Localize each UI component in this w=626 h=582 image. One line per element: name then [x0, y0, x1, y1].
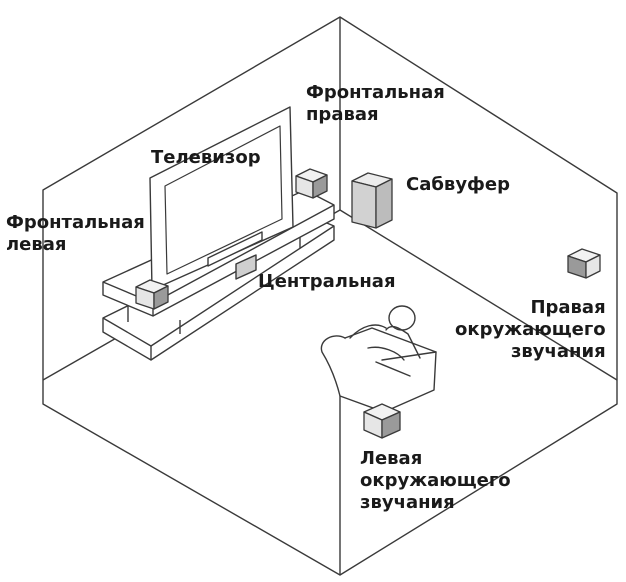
tv: [149, 106, 294, 291]
label-tv: Телевизор: [151, 147, 261, 168]
label-subwoofer: Сабвуфер: [406, 174, 511, 195]
sofa-with-listener: [320, 305, 437, 413]
label-center: Центральная: [258, 271, 396, 292]
label-front-right: Фронтальная правая: [306, 82, 445, 125]
label-surround-right: Правая окружающего звучания: [455, 297, 606, 362]
label-surround-left: Левая окружающего звучания: [360, 448, 511, 513]
speaker-front-left-icon: [135, 279, 169, 310]
label-front-left: Фронтальная левая: [6, 212, 145, 255]
speaker-surround-right-icon: [567, 248, 601, 279]
speaker-surround-left-icon: [363, 403, 401, 439]
subwoofer-icon: [351, 172, 393, 229]
speaker-front-right-icon: [295, 168, 328, 199]
